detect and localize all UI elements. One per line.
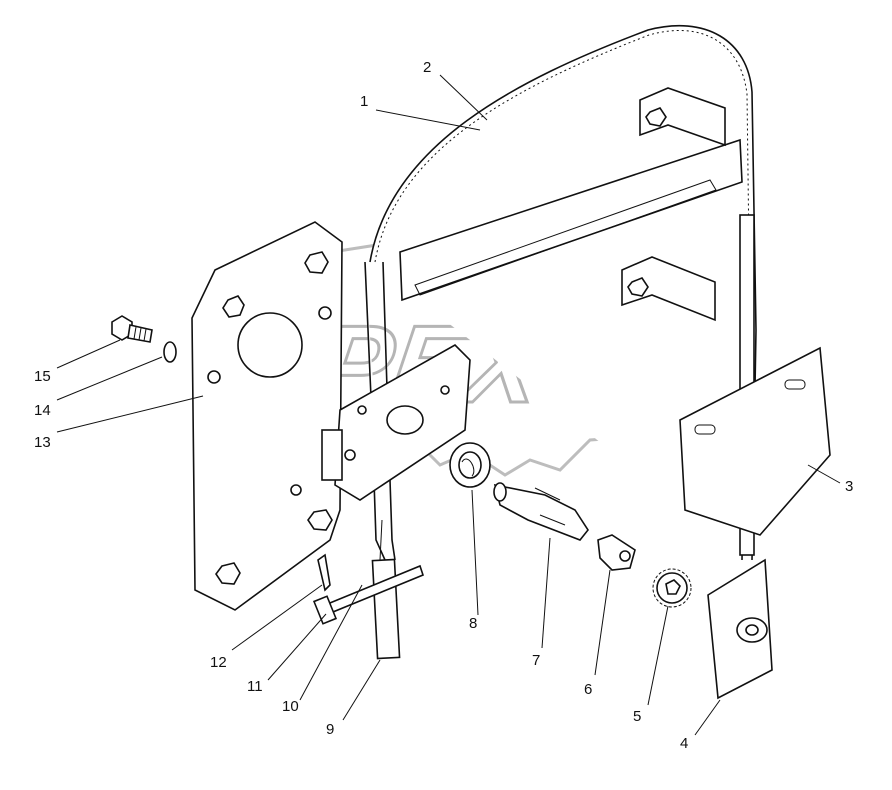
slide-bar	[399, 138, 743, 302]
callout-10: 10	[282, 698, 299, 715]
guide-rail-part-1-2	[364, 25, 757, 561]
base-plate-part-4	[707, 558, 773, 700]
callout-4: 4	[680, 735, 688, 752]
callout-5: 5	[633, 708, 641, 725]
callout-12: 12	[210, 654, 227, 671]
callout-labels: 1 2 3 4 5 6 7 8 9 10 11 12 13 14 15	[34, 59, 853, 752]
callout-6: 6	[584, 681, 592, 698]
callout-3: 3	[845, 478, 853, 495]
washer-part-14	[163, 341, 177, 363]
callout-9: 9	[326, 721, 334, 738]
callout-2: 2	[423, 59, 431, 76]
cotter-pin-part-12	[317, 553, 331, 592]
rail-bracket-lower	[621, 256, 716, 322]
bolt-part-15	[111, 315, 153, 343]
leader-lines	[56, 74, 841, 736]
callout-8: 8	[469, 615, 477, 632]
callout-14: 14	[34, 402, 51, 419]
callout-1: 1	[360, 93, 368, 110]
regulator-body	[321, 344, 471, 501]
callout-7: 7	[532, 652, 540, 669]
rail-bracket-upper	[639, 87, 726, 147]
callout-15: 15	[34, 368, 51, 385]
callout-13: 13	[34, 434, 51, 451]
callout-11: 11	[247, 678, 263, 695]
glass-clamp-part-3	[679, 346, 831, 536]
adjust-screw-part-10-11	[312, 564, 424, 625]
bushing-part-6	[597, 534, 636, 571]
pulley-part-8	[449, 442, 491, 488]
shaft-part-7	[493, 482, 589, 541]
mounting-plate-part-13	[191, 221, 343, 611]
gear-part-5	[652, 568, 692, 608]
